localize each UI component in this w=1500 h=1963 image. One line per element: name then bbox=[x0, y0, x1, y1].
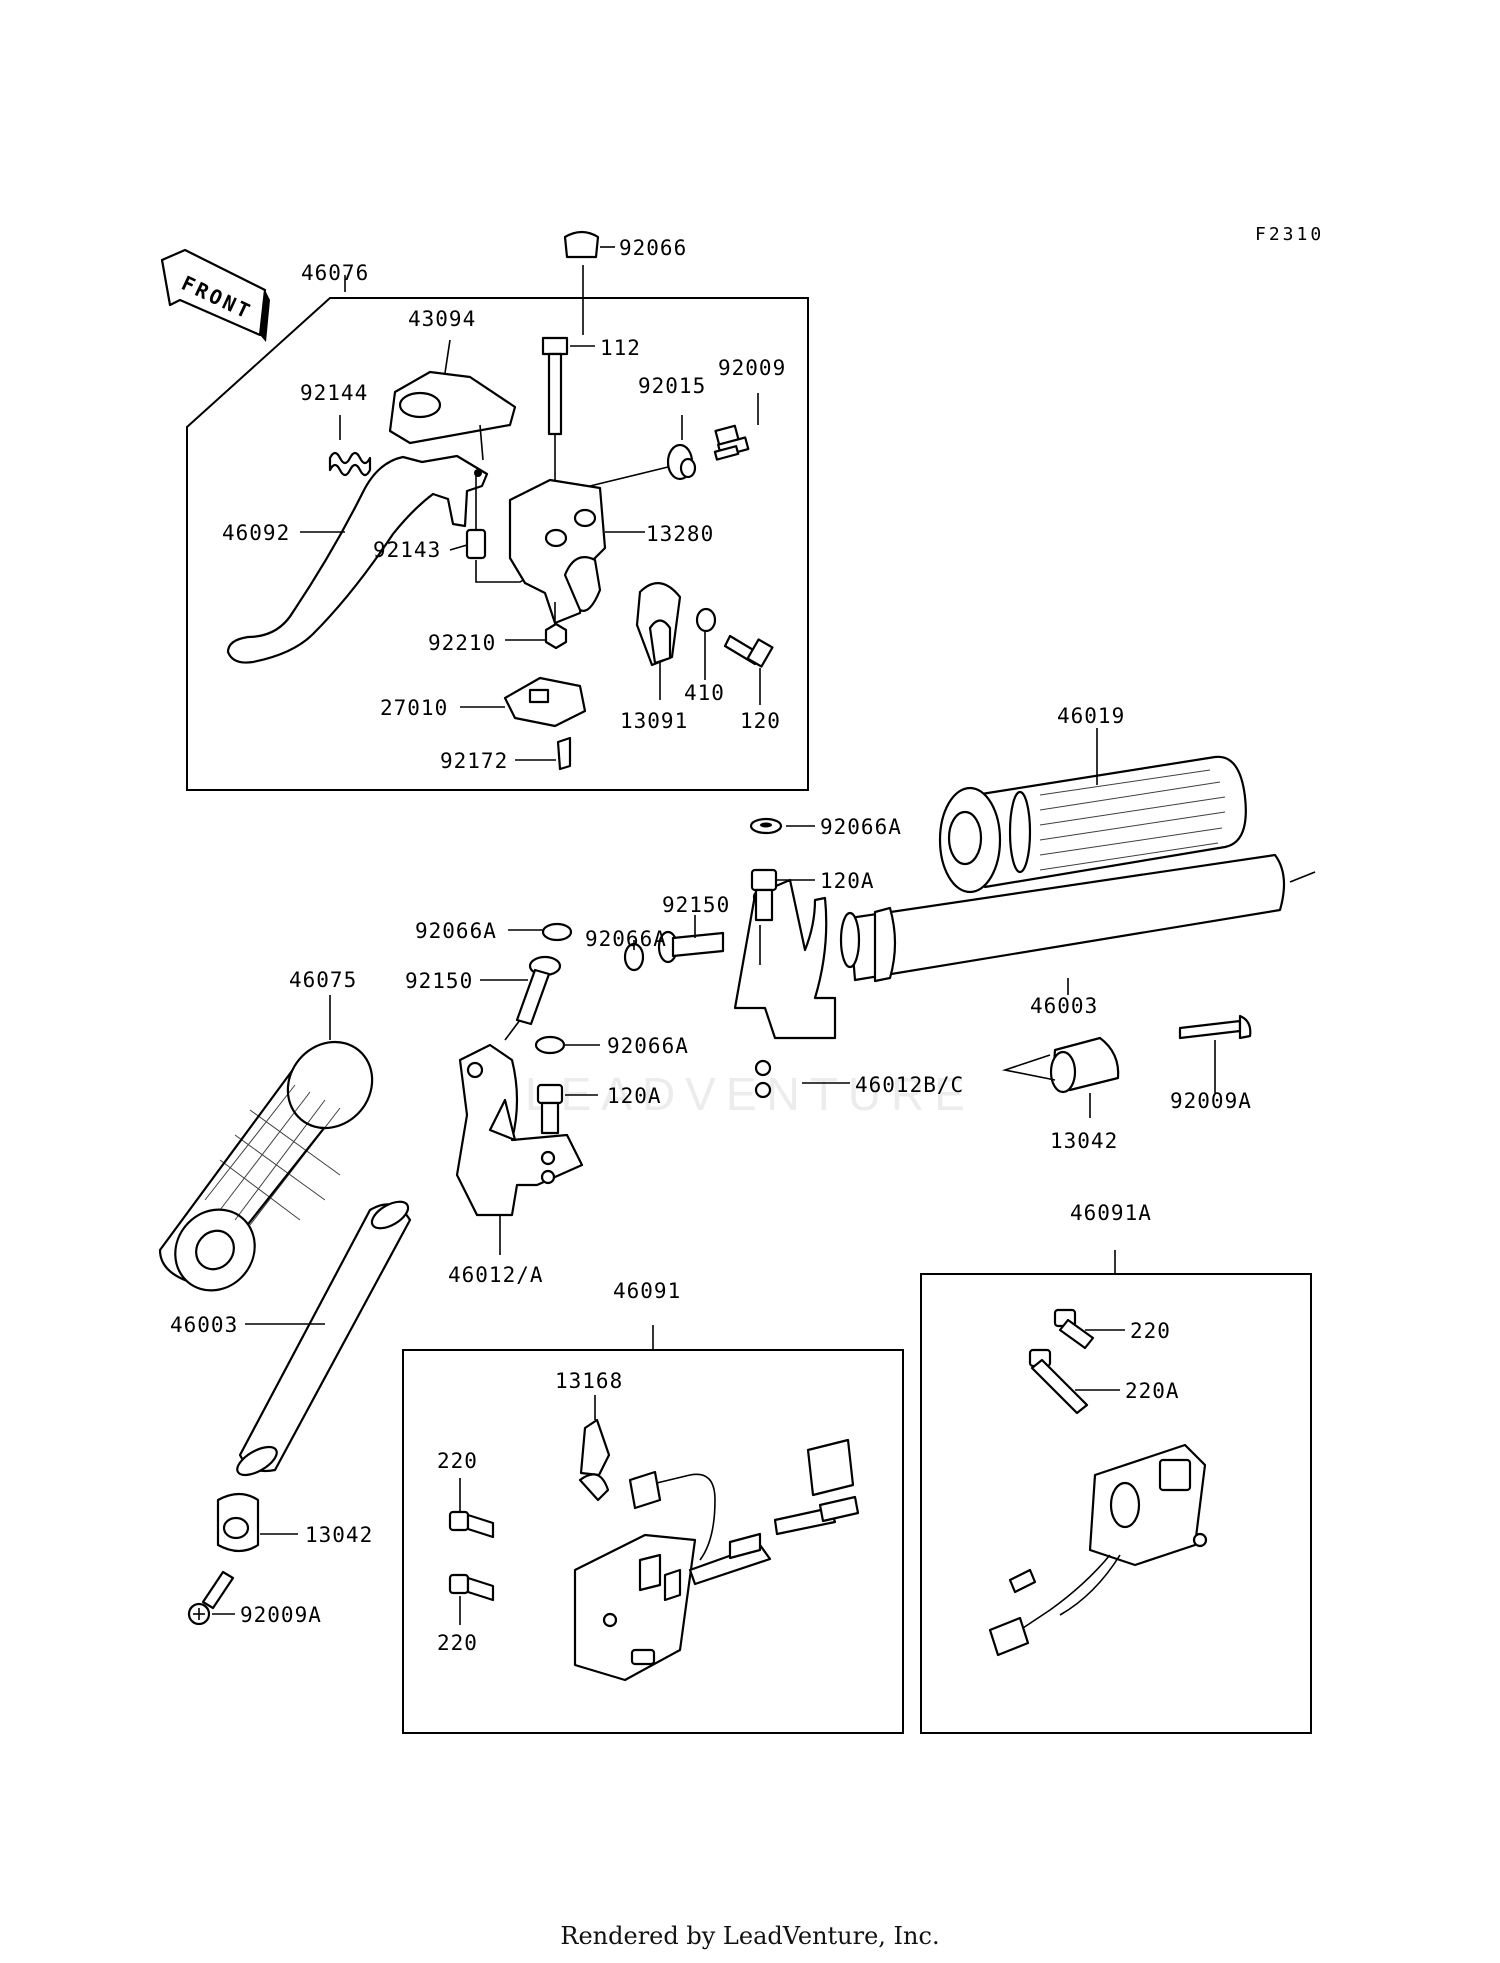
part-220-screw-c bbox=[1053, 1308, 1125, 1350]
label-46091: 46091 bbox=[613, 1279, 681, 1303]
label-46076: 46076 bbox=[301, 261, 369, 285]
label-13091: 13091 bbox=[620, 709, 688, 733]
label-92009A-left: 92009A bbox=[240, 1603, 322, 1627]
part-220-screw-a bbox=[448, 1478, 495, 1539]
part-46091A-switch-housing bbox=[988, 1443, 1208, 1657]
part-92009A-screw-right bbox=[1178, 1014, 1252, 1093]
label-92172: 92172 bbox=[440, 749, 508, 773]
label-46012A: 46012/A bbox=[448, 1263, 544, 1287]
part-92066-cap bbox=[563, 230, 615, 335]
part-120-bolt bbox=[723, 634, 774, 705]
front-arrow-icon: FRONT bbox=[160, 248, 270, 342]
label-220-b: 220 bbox=[437, 1449, 478, 1473]
label-46003-right: 46003 bbox=[1030, 994, 1098, 1018]
watermark: LEADVENTURE bbox=[525, 1068, 975, 1120]
part-46003-tube-left bbox=[236, 1200, 412, 1477]
label-46075: 46075 bbox=[289, 968, 357, 992]
part-410-washer bbox=[695, 607, 717, 680]
part-46091-switch-housing bbox=[573, 1438, 860, 1682]
label-120A-lower: 120A bbox=[607, 1084, 662, 1108]
label-92009: 92009 bbox=[718, 356, 786, 380]
label-220-a: 220 bbox=[1130, 1319, 1171, 1343]
part-112-bolt bbox=[541, 336, 595, 530]
label-92066A-left: 92066A bbox=[415, 919, 497, 943]
part-92009-screw bbox=[713, 393, 759, 461]
label-92015: 92015 bbox=[638, 374, 706, 398]
figure-code: F2310 bbox=[1255, 224, 1324, 245]
part-46075-grip bbox=[158, 995, 374, 1292]
part-46012BC-holder bbox=[733, 878, 850, 1099]
label-220-c: 220 bbox=[437, 1631, 478, 1655]
label-13042-right: 13042 bbox=[1050, 1129, 1118, 1153]
part-92172-screw bbox=[515, 736, 572, 771]
part-13042-weight-left bbox=[216, 1492, 298, 1553]
label-46012BC: 46012B/C bbox=[855, 1073, 964, 1097]
part-92009A-screw-left bbox=[187, 1570, 235, 1626]
part-92210-nut bbox=[505, 602, 568, 650]
part-46012A-holder bbox=[455, 1019, 584, 1255]
part-13280-holder bbox=[508, 478, 645, 625]
label-92066A-lower: 92066A bbox=[607, 1034, 689, 1058]
part-92066A-washer-mid bbox=[623, 940, 645, 972]
part-220A-screw bbox=[1028, 1348, 1120, 1415]
label-43094: 43094 bbox=[408, 307, 476, 331]
part-120A-bolt-top bbox=[750, 868, 815, 922]
label-46019: 46019 bbox=[1057, 704, 1125, 728]
label-92066: 92066 bbox=[619, 236, 687, 260]
label-92009A-right: 92009A bbox=[1170, 1089, 1252, 1113]
group-box-46076 bbox=[186, 297, 809, 791]
part-92066A-washer-lower bbox=[534, 1035, 600, 1055]
part-13042-weight-right bbox=[1001, 1036, 1120, 1118]
label-27010: 27010 bbox=[380, 696, 448, 720]
label-92150-top: 92150 bbox=[662, 893, 730, 917]
label-46091A: 46091A bbox=[1070, 1201, 1152, 1225]
part-120A-bolt-lower bbox=[536, 1083, 598, 1135]
label-46092: 46092 bbox=[222, 521, 290, 545]
label-46003-left: 46003 bbox=[170, 1313, 238, 1337]
label-92066A-top: 92066A bbox=[820, 815, 902, 839]
part-46003-throttle-tube bbox=[839, 853, 1316, 995]
part-43094-switch bbox=[388, 339, 517, 461]
label-92066A-mid: 92066A bbox=[585, 927, 667, 951]
part-13168-clip bbox=[578, 1395, 611, 1502]
part-27010-switch bbox=[460, 676, 587, 728]
group-box-46091A bbox=[920, 1273, 1312, 1734]
part-46019-grip bbox=[938, 728, 1247, 894]
label-92150-left: 92150 bbox=[405, 969, 473, 993]
label-410: 410 bbox=[684, 681, 725, 705]
label-220A: 220A bbox=[1125, 1379, 1180, 1403]
part-92144-spring bbox=[328, 415, 372, 477]
part-46092-lever bbox=[226, 454, 489, 664]
part-13091-clamp bbox=[635, 582, 682, 700]
label-13280: 13280 bbox=[646, 522, 714, 546]
part-92066A-washer-left bbox=[508, 922, 573, 942]
part-92150-bolt-left bbox=[480, 955, 562, 1026]
label-120A-top: 120A bbox=[820, 869, 875, 893]
footer-credit: Rendered by LeadVenture, Inc. bbox=[560, 1922, 940, 1950]
label-13168: 13168 bbox=[555, 1369, 623, 1393]
part-92066A-washer-top bbox=[749, 817, 815, 835]
label-92144: 92144 bbox=[300, 381, 368, 405]
part-92150-bolt-top bbox=[657, 915, 725, 964]
label-120: 120 bbox=[740, 709, 781, 733]
label-13042-left: 13042 bbox=[305, 1523, 373, 1547]
label-92143: 92143 bbox=[373, 538, 441, 562]
label-92210: 92210 bbox=[428, 631, 496, 655]
part-220-screw-b bbox=[448, 1573, 495, 1625]
label-112: 112 bbox=[600, 336, 641, 360]
part-92015-nut bbox=[589, 415, 697, 487]
